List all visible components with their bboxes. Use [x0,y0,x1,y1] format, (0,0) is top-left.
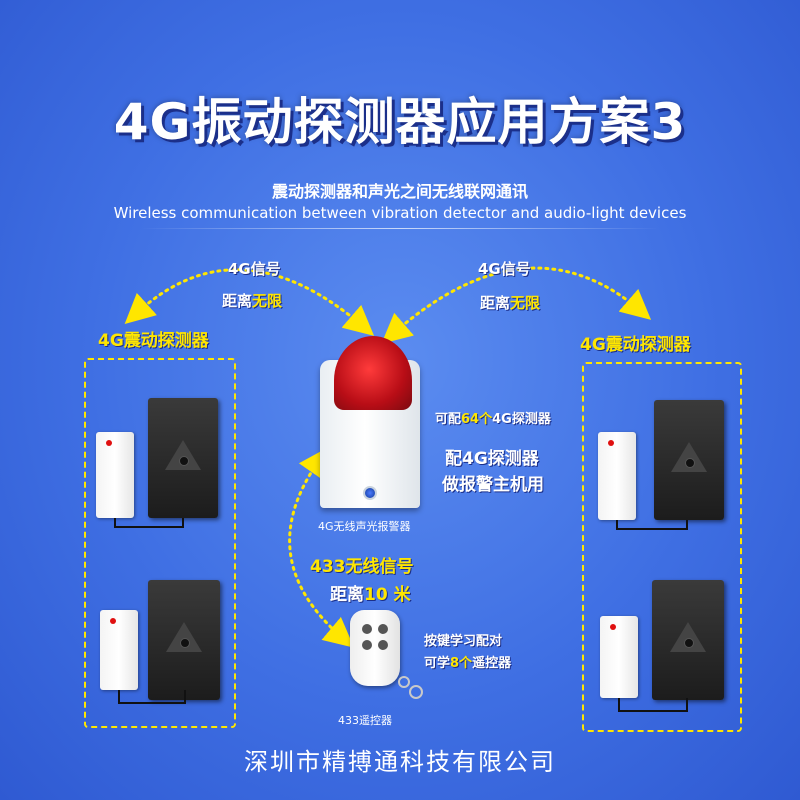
433-arrow [288,447,355,648]
wireless-433-label: 433无线信号 [310,557,414,577]
company-footer: 深圳市精搏通科技有限公司 [244,748,556,776]
sensor-device [96,432,134,518]
wireless-distance-prefix: 距离 [330,585,364,605]
pair-prefix: 可学 [424,656,451,671]
siren-dome [334,336,412,410]
sensor-device [600,616,638,698]
wire [616,520,688,530]
siren-caption: 4G无线声光报警器 [318,520,411,533]
wireless-433-distance: 距离10 米 [330,580,411,605]
remote-caption: 433遥控器 [338,714,392,727]
left-detector-group [84,358,236,728]
remote-button-icon [378,640,388,650]
remote-button-icon [362,624,372,634]
keyring-icon [398,676,423,699]
detector-device [652,580,724,700]
remote-pair-line1: 按键学习配对 [424,634,503,649]
capacity-prefix: 可配 [435,412,462,427]
siren-capacity: 可配64个4G探测器 [435,408,551,427]
siren-role-line2: 做报警主机用 [442,475,544,495]
remote-button-icon [378,624,388,634]
subtitle-english: Wireless communication between vibration… [113,204,687,222]
right-distance-label: 距离无限 [480,292,540,313]
right-group-heading: 4G震动探测器 [580,335,691,355]
detector-device [148,580,220,700]
wire [118,690,186,704]
right-distance-prefix: 距离 [480,294,511,312]
capacity-suffix: 4G探测器 [492,412,551,427]
left-group-heading: 4G震动探测器 [98,331,209,351]
subtitle-chinese: 震动探测器和声光之间无线联网通讯 [271,182,528,201]
wire [114,518,184,528]
detector-device [654,400,724,520]
wire [618,698,688,712]
remote-button-icon [362,640,372,650]
right-signal-label: 4G信号 [478,260,531,278]
right-4g-arrow [381,266,652,344]
capacity-value: 64个 [461,412,493,427]
remote-pair-line2: 可学8个遥控器 [424,652,511,671]
right-detector-group [582,362,742,732]
left-distance-prefix: 距离 [222,292,253,310]
left-signal-label: 4G信号 [228,260,281,278]
sensor-device [598,432,636,520]
remote-control [350,610,400,686]
detector-device [148,398,218,518]
pair-value: 8个 [450,656,473,671]
siren-button-icon [363,486,377,500]
pair-suffix: 遥控器 [472,656,512,671]
right-distance-value: 无限 [510,294,541,312]
wireless-distance-value: 10 米 [364,585,411,605]
siren-role-line1: 配4G探测器 [445,449,539,469]
left-4g-arrow [124,268,375,336]
left-distance-label: 距离无限 [222,290,282,311]
divider [140,228,660,229]
sensor-device [100,610,138,690]
page-title: 4G振动探测器应用方案3 [113,93,687,151]
left-distance-value: 无限 [252,292,283,310]
